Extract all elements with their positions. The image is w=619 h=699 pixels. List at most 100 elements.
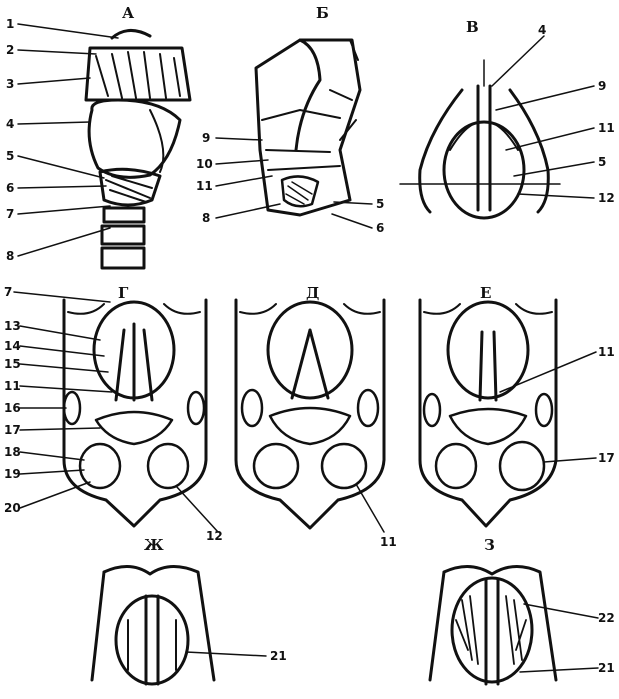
- label-b-8: 8: [202, 211, 210, 225]
- cricoid-side: [280, 175, 320, 208]
- panel-d-side-right: [356, 388, 380, 428]
- folds-side: [261, 109, 341, 171]
- panel-z-outline: [428, 565, 558, 682]
- larynx-outline-side: [254, 38, 362, 217]
- panel-d-muscle-left: [252, 442, 300, 490]
- label-e-11: 11: [598, 345, 615, 359]
- label-v-12: 12: [598, 191, 615, 205]
- label-a-5: 5: [6, 149, 14, 163]
- panel-g-upper-folds: [67, 303, 201, 315]
- panel-a: А 1 2 3 4 5 6 7 8: [6, 4, 192, 270]
- panel-zh-glottis: [114, 594, 190, 686]
- trachea-ring-3: [100, 246, 146, 270]
- vocal-folds-top: [476, 84, 492, 212]
- panel-e-glottis: [446, 300, 530, 400]
- panel-z-folds: [484, 578, 500, 686]
- label-zh-21: 21: [270, 649, 287, 663]
- trachea-ring-1: [102, 206, 146, 224]
- panel-g-muscle-right: [146, 442, 190, 490]
- label-g-16: 16: [4, 401, 21, 415]
- label-a-3: 3: [6, 77, 14, 91]
- vestibular-fold-top: [449, 120, 519, 151]
- panel-d-letter: Д: [306, 284, 319, 302]
- label-a-2: 2: [6, 43, 14, 57]
- label-d-11: 11: [380, 535, 397, 549]
- label-a-4: 4: [6, 117, 14, 131]
- label-v-4: 4: [538, 23, 546, 37]
- panel-g: Г 7 13 14 15 11 16 17 18 19 20 12: [4, 284, 223, 543]
- panel-d-side-left: [240, 388, 264, 428]
- panel-b-letter: Б: [316, 4, 329, 22]
- thyroid-cartilage: [87, 98, 182, 179]
- label-a-7: 7: [6, 207, 14, 221]
- cricothyroid-muscle: [98, 167, 162, 207]
- panel-d-outline: [234, 298, 386, 530]
- panel-e-side-right: [534, 392, 554, 428]
- thyroid-lamina-edge: [149, 109, 165, 173]
- panel-d-muscle-right: [320, 442, 368, 490]
- label-g-15: 15: [4, 357, 21, 371]
- label-g-19: 19: [4, 467, 21, 481]
- panel-g-folds: [114, 322, 154, 402]
- panel-e-cricoid: [448, 407, 528, 446]
- panel-e-upper-folds: [423, 303, 553, 315]
- panel-e-muscle-right: [498, 440, 546, 492]
- panel-z-muscle-fibers: [455, 595, 527, 665]
- panel-e: Е 11 17: [418, 284, 615, 528]
- epiglottis: [110, 29, 152, 40]
- panel-g-side-right: [186, 390, 206, 426]
- panel-z-glottis: [450, 576, 534, 684]
- panel-v-letter: В: [466, 18, 479, 36]
- panel-d-upper-folds: [239, 303, 381, 315]
- panel-d-cricoid: [268, 406, 352, 446]
- label-g-17: 17: [4, 423, 21, 437]
- panel-d-glottis: [266, 300, 354, 400]
- panel-z-letter: З: [484, 536, 495, 554]
- label-b-11: 11: [196, 179, 213, 193]
- panel-e-folds: [478, 330, 498, 402]
- label-g-7: 7: [4, 285, 12, 299]
- panel-b: Б 9 10 11 8 5 6: [196, 4, 384, 235]
- panel-g-outline: [62, 298, 208, 528]
- label-g-14: 14: [4, 339, 21, 353]
- epiglottis-side: [294, 38, 322, 152]
- label-e-17: 17: [598, 451, 615, 465]
- label-a-1: 1: [6, 17, 14, 31]
- label-z-22: 22: [598, 611, 615, 625]
- panel-zh: Ж 21: [90, 536, 287, 686]
- panel-g-letter: Г: [118, 284, 129, 302]
- label-g-18: 18: [4, 445, 21, 459]
- aryepiglottic-contour: [418, 88, 550, 214]
- panel-e-muscle-left: [434, 442, 478, 490]
- thyrohyoid-block: [84, 46, 192, 102]
- cartilage-edges-side: [329, 39, 359, 141]
- panel-d-folds: [290, 328, 330, 400]
- label-v-9: 9: [598, 79, 606, 93]
- panel-e-outline: [418, 298, 558, 528]
- label-v-11: 11: [598, 121, 615, 135]
- panel-zh-outline: [90, 565, 216, 682]
- label-v-5: 5: [598, 155, 606, 169]
- panel-d: Д 11: [234, 284, 397, 549]
- panel-v: В 4 9 11 5 12: [399, 18, 615, 220]
- panel-zh-folds: [144, 594, 160, 686]
- membrane-hatching: [95, 51, 181, 99]
- label-g-12: 12: [206, 529, 223, 543]
- panel-g-muscle-left: [78, 442, 122, 490]
- panel-g-cricoid: [94, 410, 174, 446]
- label-g-20: 20: [4, 501, 21, 515]
- panel-e-side-left: [422, 392, 442, 428]
- panel-e-letter: Е: [480, 284, 491, 302]
- panel-a-letter: А: [122, 4, 135, 22]
- label-g-13: 13: [4, 319, 21, 333]
- label-b-9: 9: [202, 131, 210, 145]
- label-b-6: 6: [376, 221, 384, 235]
- label-b-5: 5: [376, 197, 384, 211]
- label-z-21: 21: [598, 661, 615, 675]
- trachea-ring-2: [100, 224, 146, 246]
- label-a-8: 8: [6, 249, 14, 263]
- glottis-ring: [442, 120, 526, 220]
- panel-zh-letter: Ж: [144, 536, 164, 554]
